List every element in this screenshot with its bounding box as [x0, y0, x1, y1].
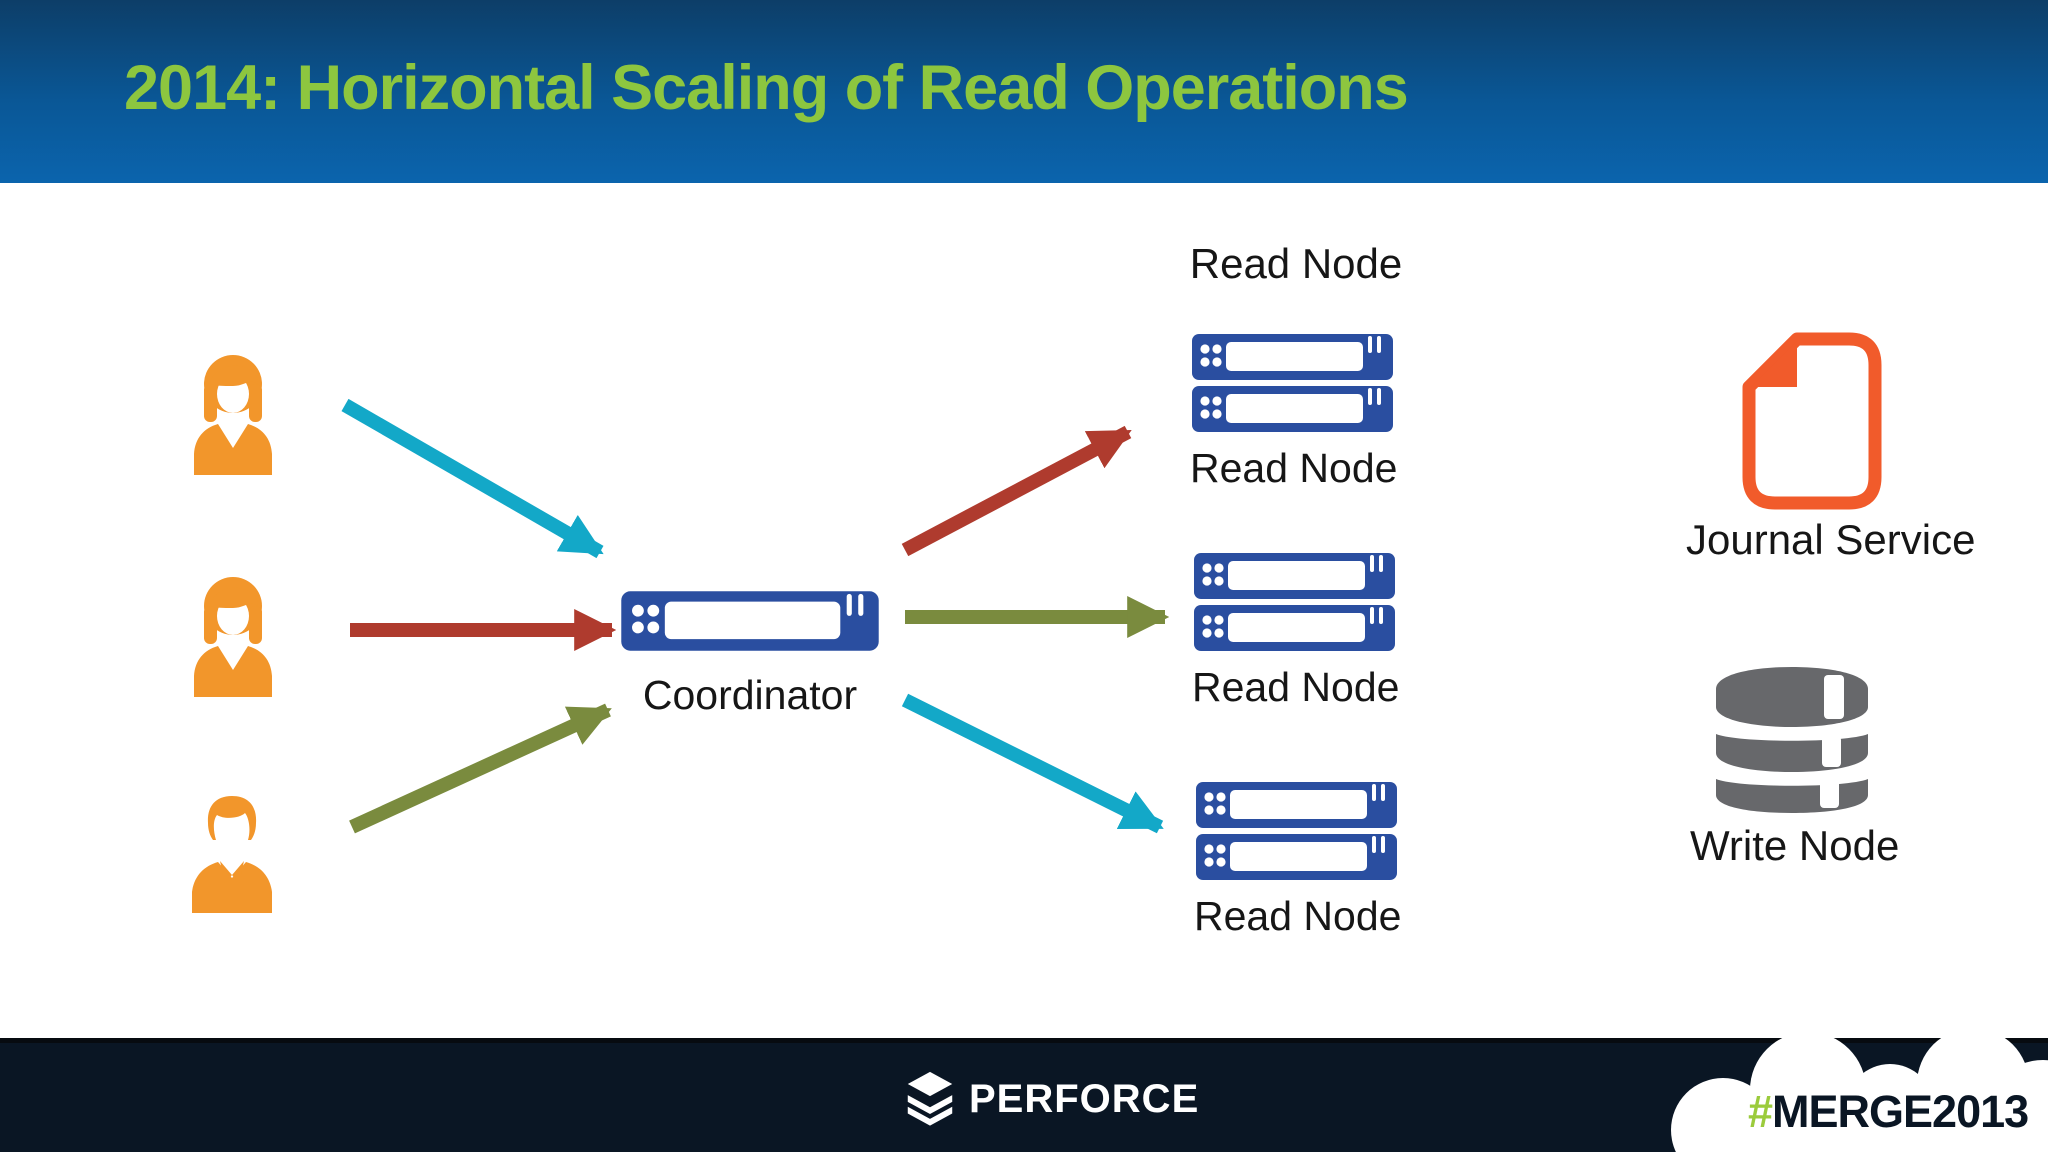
arrow-user1-to-coordinator	[341, 398, 604, 559]
journal-service-label: Journal Service	[1686, 516, 1976, 563]
hashtag-symbol: #	[1748, 1086, 1773, 1137]
user-icon-3	[182, 788, 282, 913]
read-node-server-icon	[1194, 781, 1399, 829]
read-node-server-icon	[1192, 604, 1397, 652]
arrow-user3-to-coordinator	[349, 703, 612, 834]
brand-logo: PERFORCE	[903, 1070, 1199, 1128]
read-node-label-3: Read Node	[1194, 893, 1402, 939]
user-icon-2	[183, 572, 283, 697]
user-icon-1	[183, 350, 283, 475]
brand-name: PERFORCE	[969, 1076, 1200, 1121]
read-node-server-icon	[1190, 385, 1395, 433]
cloud-shape	[1671, 1028, 2048, 1152]
read-node-heading: Read Node	[1189, 240, 1403, 287]
header-bar: 2014: Horizontal Scaling of Read Operati…	[0, 0, 2048, 183]
event-name: MERGE2013	[1772, 1086, 2029, 1137]
read-node-server-icon	[1194, 833, 1399, 881]
read-node-label-1: Read Node	[1190, 445, 1398, 491]
database-icon	[1716, 667, 1868, 813]
coordinator-server-icon	[620, 590, 880, 652]
read-node-server-icon	[1192, 552, 1397, 600]
read-node-label-2: Read Node	[1192, 664, 1400, 710]
write-node-label: Write Node	[1690, 822, 1900, 869]
perforce-layers-icon	[907, 1071, 953, 1126]
coordinator-label: Coordinator	[642, 672, 858, 718]
arrow-coordinator-to-readnode1	[901, 425, 1132, 557]
slide-title: 2014: Horizontal Scaling of Read Operati…	[124, 53, 1409, 123]
arrow-coordinator-to-readnode3	[901, 693, 1164, 834]
event-hashtag: #MERGE2013	[1748, 1086, 2029, 1138]
journal-document-icon	[1742, 332, 1882, 510]
read-node-server-icon	[1190, 333, 1395, 381]
